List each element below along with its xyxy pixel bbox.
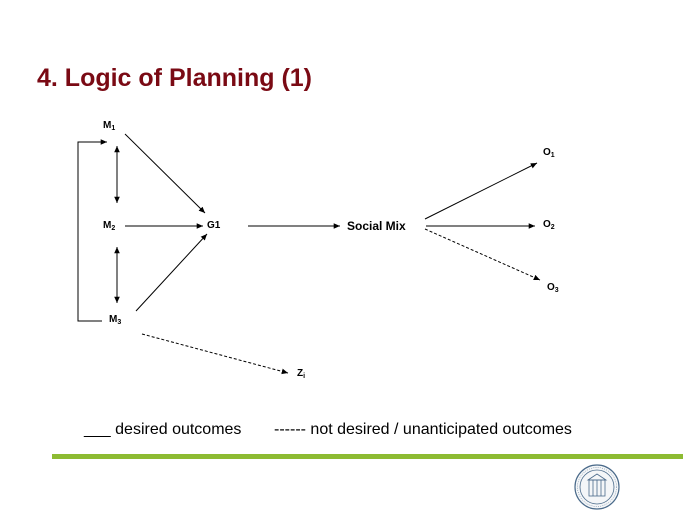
node-zi-label: Z: [297, 368, 304, 379]
edge-m1-g1: [124, 133, 206, 214]
node-social-mix-label: Social Mix: [347, 219, 406, 233]
edge-m3-m1-bracket: [77, 139, 107, 322]
node-o1-label: O: [543, 147, 551, 158]
footer-rule: [52, 454, 683, 459]
node-social-mix: Social Mix: [347, 220, 406, 232]
node-m3-sub: 3: [117, 319, 122, 326]
legend-undesired: ------ not desired / unanticipated outco…: [274, 421, 572, 438]
node-m1-sub: 1: [111, 125, 116, 132]
node-g1-label: G1: [207, 220, 221, 231]
legend-desired: ___ desired outcomes: [84, 421, 242, 438]
node-m2-sub: 2: [111, 225, 116, 232]
node-o2-sub: 2: [550, 224, 555, 231]
node-o2-label: O: [543, 219, 551, 230]
node-o3-sub: 3: [554, 287, 559, 294]
edge-m3-g1: [135, 233, 208, 312]
node-g1: G1: [207, 220, 220, 232]
node-o3-label: O: [547, 282, 555, 293]
edge-socialmix-o3: [424, 228, 541, 281]
slide-title: 4. Logic of Planning (1): [37, 64, 312, 92]
node-o1: O1: [543, 147, 555, 162]
edge-socialmix-o1: [424, 162, 538, 220]
node-m3: M3: [109, 314, 121, 329]
university-seal-icon: [574, 464, 620, 510]
node-m2: M2: [103, 220, 115, 235]
node-o1-sub: 1: [550, 152, 555, 159]
node-zi: Zi: [297, 368, 305, 383]
edge-m3-zi: [141, 333, 289, 375]
node-zi-sub: i: [303, 373, 306, 380]
node-o3: O3: [547, 282, 559, 297]
node-m3-label: M: [109, 314, 118, 325]
node-o2: O2: [543, 219, 555, 234]
node-m1-label: M: [103, 120, 112, 131]
node-m2-label: M: [103, 220, 112, 231]
node-m1: M1: [103, 120, 115, 135]
